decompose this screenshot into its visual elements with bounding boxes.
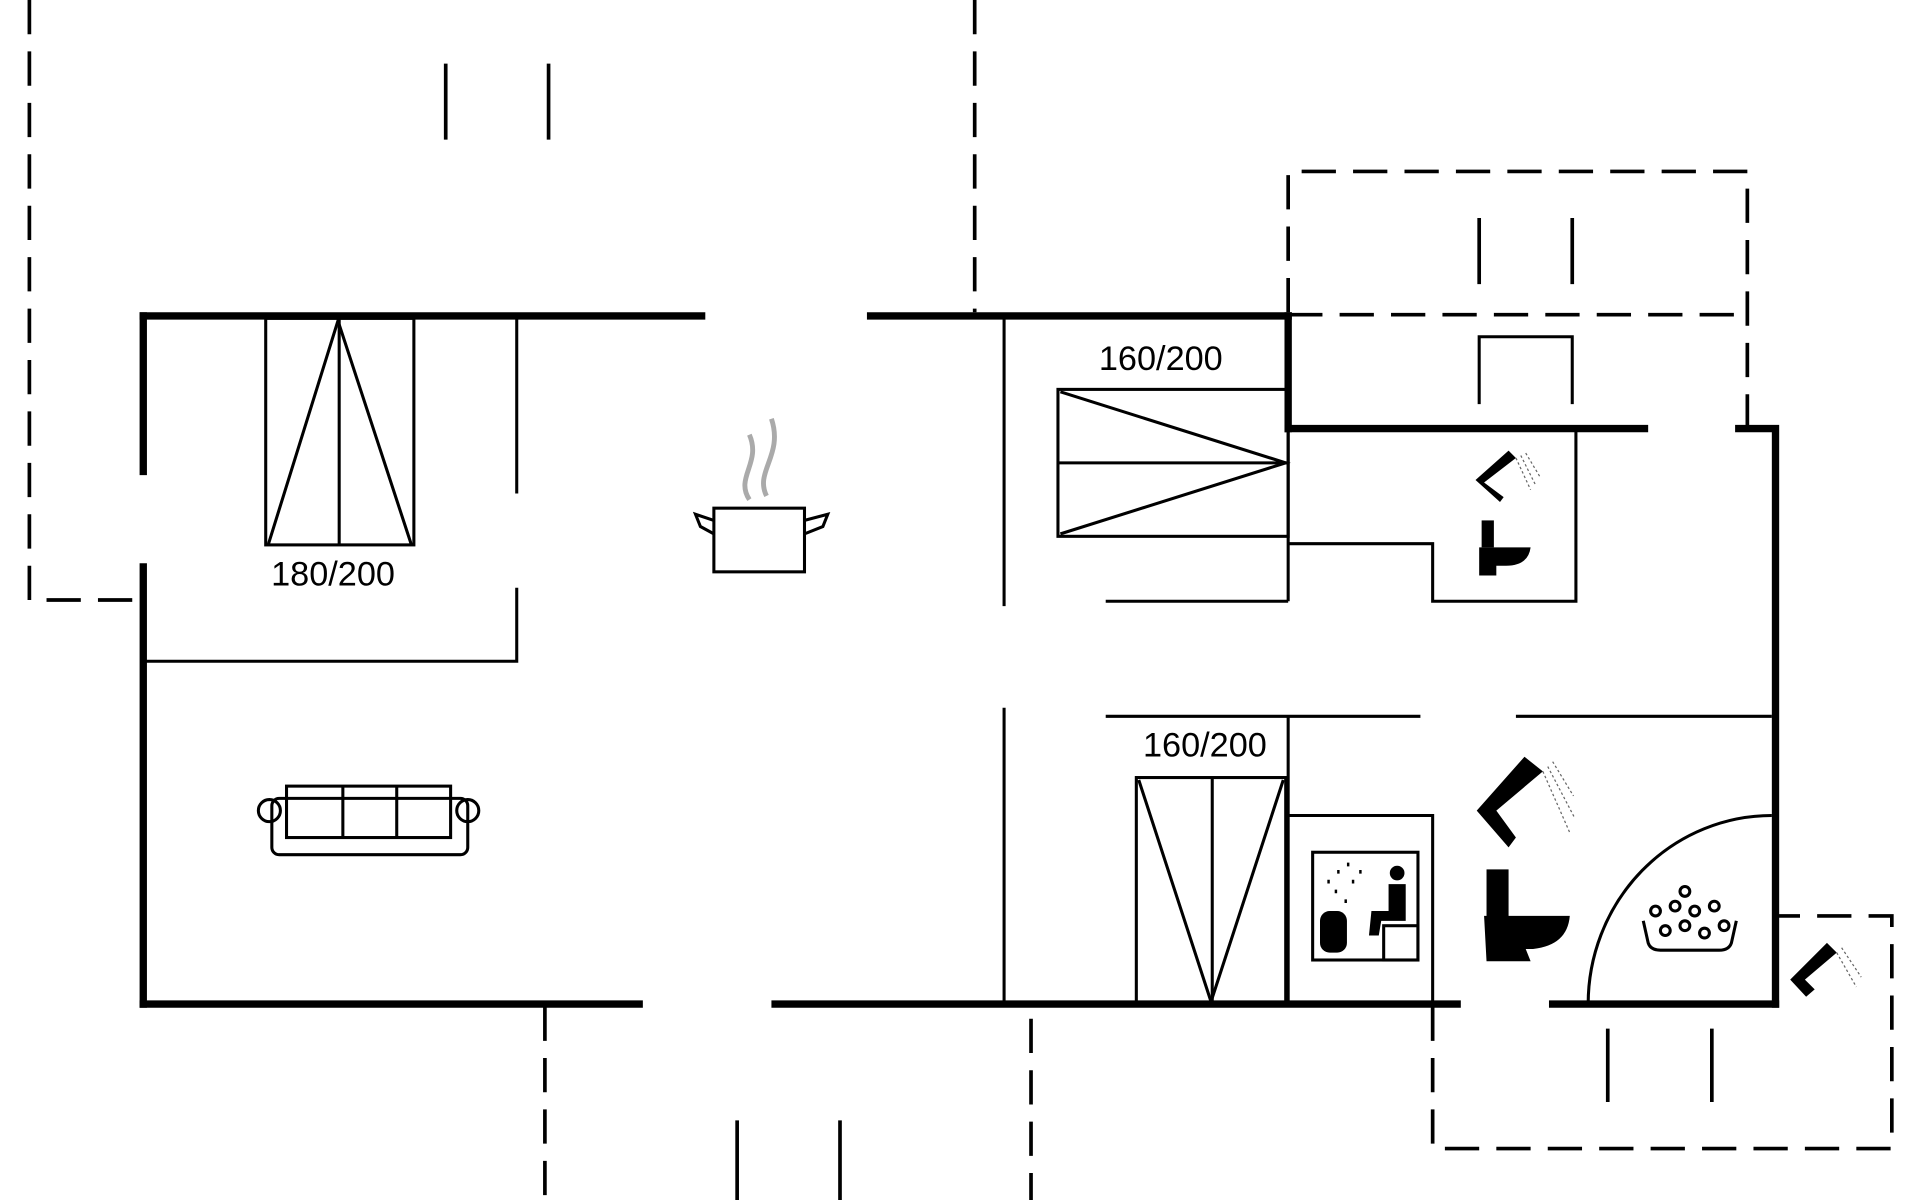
terrace-outlines (27, 0, 1894, 1200)
bed-160-200-bottom: 160/200 (1134, 727, 1288, 1007)
bed-size-label: 180/200 (271, 555, 395, 593)
bed-180-200: 180/200 (264, 315, 416, 593)
sofa-icon (256, 784, 481, 857)
windows (443, 63, 1714, 1200)
kitchen-pot-icon (692, 418, 831, 574)
jacuzzi-icon (1641, 885, 1738, 952)
bed-size-label: 160/200 (1099, 340, 1223, 378)
sauna-icon (1311, 850, 1420, 962)
exterior-walls (139, 312, 1780, 1008)
bed-size-label: 160/200 (1143, 727, 1267, 765)
bed-160-200-top: 160/200 (1056, 340, 1291, 538)
outdoor-shower-icon (1790, 942, 1862, 997)
interior-walls (143, 315, 1772, 1005)
toilet-icon (1484, 869, 1570, 962)
shower-icon (1475, 450, 1541, 503)
shower-icon (1476, 756, 1576, 848)
toilet-icon (1479, 520, 1531, 576)
